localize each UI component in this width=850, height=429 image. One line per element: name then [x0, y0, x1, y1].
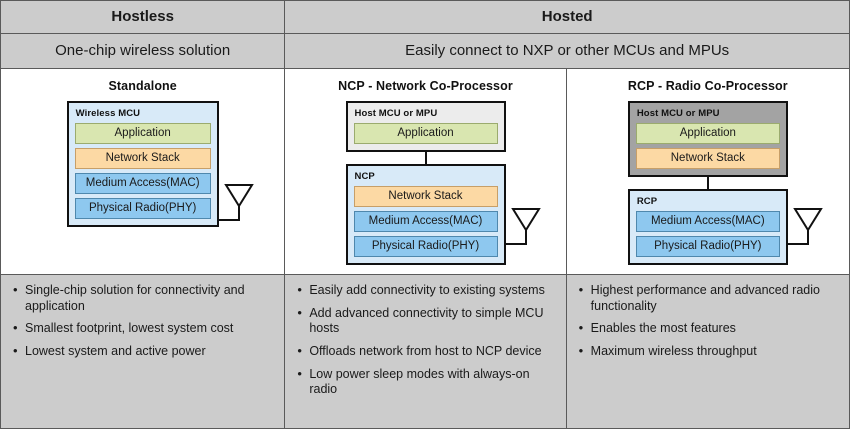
list-item: Lowest system and active power [11, 343, 272, 360]
list-item: Smallest footprint, lowest system cost [11, 320, 272, 337]
host-to-coprocessor-connector [424, 152, 427, 164]
box-label-ncp: NCP [354, 171, 375, 182]
bullet-list-ncp: Easily add connectivity to existing syst… [295, 282, 553, 398]
header-hosted: Hosted [541, 7, 593, 25]
list-item: Maximum wireless throughput [577, 343, 837, 360]
box-label-rcp: RCP [636, 196, 658, 207]
layer-medium-access-mac: Medium Access(MAC) [353, 211, 498, 232]
layer-physical-radio-phy: Physical Radio(PHY) [635, 236, 780, 257]
layer-network-stack: Network Stack [635, 148, 780, 169]
bullets-row: Single-chip solution for connectivity an… [1, 275, 849, 428]
box-host-mcu-mpu: Host MCU or MPU Application [345, 101, 506, 152]
antenna-icon [503, 208, 541, 245]
list-item: Add advanced connectivity to simple MCU … [295, 305, 553, 337]
bullets-cell-standalone: Single-chip solution for connectivity an… [1, 275, 286, 428]
diagram-title-standalone: Standalone [108, 79, 177, 93]
bullet-list-standalone: Single-chip solution for connectivity an… [11, 282, 272, 360]
layer-network-stack: Network Stack [353, 186, 498, 207]
layer-medium-access-mac: Medium Access(MAC) [635, 211, 780, 232]
layer-application: Application [74, 123, 211, 144]
layer-physical-radio-phy: Physical Radio(PHY) [74, 198, 211, 219]
diagram-cell-standalone: Standalone Wireless MCU Application Netw… [1, 69, 286, 274]
box-wireless-mcu: Wireless MCU Application Network Stack M… [66, 101, 219, 227]
box-rcp: RCP Medium Access(MAC) Physical Radio(PH… [627, 189, 788, 265]
layer-physical-radio-phy: Physical Radio(PHY) [353, 236, 498, 257]
layer-application: Application [635, 123, 780, 144]
diagram-cell-ncp: NCP - Network Co-Processor Host MCU or M… [285, 69, 567, 274]
box-host-mcu-mpu: Host MCU or MPU Application Network Stac… [627, 101, 788, 177]
list-item: Single-chip solution for connectivity an… [11, 282, 272, 314]
list-item: Offloads network from host to NCP device [295, 343, 553, 360]
box-ncp: NCP Network Stack Medium Access(MAC) Phy… [345, 164, 506, 265]
host-to-coprocessor-connector [706, 177, 709, 189]
bullet-list-rcp: Highest performance and advanced radio f… [577, 282, 837, 360]
layer-network-stack: Network Stack [74, 148, 211, 169]
layer-application: Application [353, 123, 498, 144]
bullets-cell-rcp: Highest performance and advanced radio f… [567, 275, 849, 428]
stack-rcp: Host MCU or MPU Application Network Stac… [627, 101, 823, 265]
diagram-row: Standalone Wireless MCU Application Netw… [1, 69, 849, 275]
list-item: Enables the most features [577, 320, 837, 337]
box-label-host-mcu-mpu: Host MCU or MPU [636, 108, 720, 119]
list-item: Easily add connectivity to existing syst… [295, 282, 553, 299]
bullets-cell-ncp: Easily add connectivity to existing syst… [285, 275, 567, 428]
table-header-row-1: Hostless Hosted [1, 1, 849, 34]
list-item: Low power sleep modes with always-on rad… [295, 365, 553, 398]
table-header-row-2: One-chip wireless solution Easily connec… [1, 34, 849, 69]
diagram-title-ncp: NCP - Network Co-Processor [338, 79, 513, 93]
antenna-icon [216, 184, 254, 221]
layer-medium-access-mac: Medium Access(MAC) [74, 173, 211, 194]
diagram-title-rcp: RCP - Radio Co-Processor [627, 79, 788, 93]
box-label-host-mcu-mpu: Host MCU or MPU [354, 108, 438, 119]
diagram-cell-rcp: RCP - Radio Co-Processor Host MCU or MPU… [567, 69, 849, 274]
list-item: Highest performance and advanced radio f… [577, 282, 837, 314]
stack-ncp: Host MCU or MPU Application NCP Network … [345, 101, 541, 265]
subheader-hostless: One-chip wireless solution [1, 34, 286, 68]
box-label-wireless-mcu: Wireless MCU [75, 108, 141, 119]
header-hostless: Hostless [1, 1, 286, 33]
stack-standalone: Wireless MCU Application Network Stack M… [66, 101, 254, 227]
subheader-hosted: Easily connect to NXP or other MCUs and … [405, 41, 730, 59]
antenna-icon [785, 208, 823, 245]
